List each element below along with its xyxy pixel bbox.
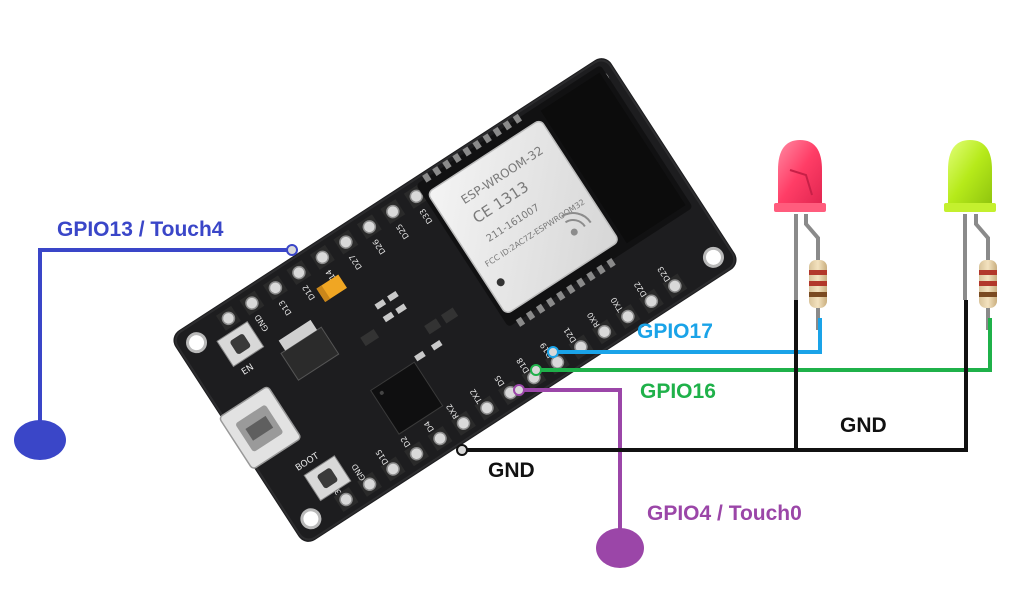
bottom-pin-hole: [433, 431, 447, 446]
bottom-pin-hole: [339, 492, 353, 507]
top-pin-hole: [268, 281, 283, 295]
label-gnd-bottom: GND: [488, 459, 535, 482]
label-gnd-right: GND: [840, 414, 887, 437]
bottom-pin-hole: [621, 309, 635, 324]
top-pin-hole: [245, 296, 259, 310]
smd-components: [360, 290, 459, 362]
micro-usb-port: [219, 386, 301, 469]
wire-gpio17: [553, 318, 822, 354]
bottom-pin-hole: [597, 325, 612, 339]
bottom-pin-hole: [362, 477, 377, 492]
bottom-pin-hole: [480, 401, 494, 415]
bottom-pin-hole: [668, 279, 682, 293]
touch0-pad-icon: [596, 528, 644, 568]
top-pin-hole: [362, 220, 377, 234]
esp-wroom-32-module: ESP-WROOM-32 CE 1313 211-161007 FCC ID:2…: [417, 66, 692, 327]
wire-gpio16: [536, 318, 992, 372]
wire-endpoints: [286, 244, 559, 456]
label-gpio16: GPIO16: [640, 380, 716, 403]
bottom-pin-hole: [409, 447, 424, 461]
voltage-regulator: [278, 319, 340, 381]
rf-shield: [428, 120, 618, 313]
bottom-pin-hole: [644, 294, 659, 309]
top-pin-hole: [315, 250, 330, 265]
label-gpio4-touch0: GPIO4 / Touch0: [647, 502, 802, 525]
wifi-logo-icon: [561, 212, 592, 236]
top-pin-hole: [339, 235, 353, 249]
green-led-resistor: [979, 255, 997, 330]
usb-uart-chip: [370, 361, 444, 435]
wire-gnd: [462, 300, 968, 452]
wire-gpio4-touch0: [519, 388, 622, 535]
bottom-pin-hole: [456, 416, 471, 431]
touch4-pad-icon: [14, 420, 66, 460]
red-led-resistor: [809, 255, 827, 330]
red-led: [774, 140, 826, 300]
top-pin-hole: [386, 204, 400, 219]
boot-button[interactable]: [303, 455, 352, 502]
top-pin-hole: [292, 265, 306, 280]
en-button[interactable]: [216, 320, 265, 368]
esp32-board: VINGNDD13D12D14D27D26D25D33D32D35D34VNVP…: [173, 58, 737, 542]
wire-gpio13-touch4: [38, 248, 292, 425]
top-pin-hole: [221, 311, 236, 326]
green-led: [944, 140, 996, 300]
bottom-pin-hole: [386, 462, 400, 476]
label-gpio13-touch4: GPIO13 / Touch4: [57, 218, 224, 241]
label-gpio17: GPIO17: [637, 320, 713, 343]
tantalum-capacitor: [316, 274, 347, 303]
